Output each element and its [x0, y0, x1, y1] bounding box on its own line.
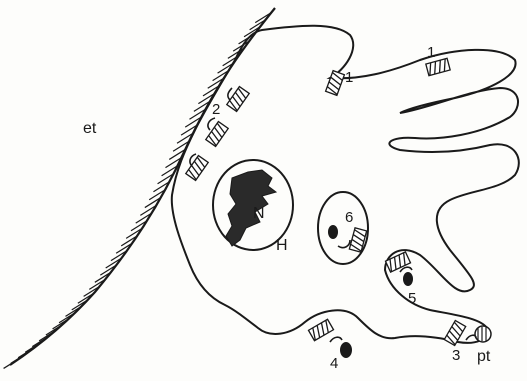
hatch-line: [32, 337, 48, 347]
particle-5: [403, 272, 413, 286]
label-1a: 1: [427, 44, 435, 61]
label-4: 4: [330, 355, 338, 372]
receptor-5: [385, 252, 410, 272]
chromatin: [226, 170, 276, 246]
vacuole-6: [318, 192, 368, 264]
arrow-5: [400, 267, 412, 272]
hatch-line: [4, 358, 20, 368]
hatch-line: [25, 342, 41, 352]
receptor-1-left: [326, 71, 345, 96]
label-1b: 1: [345, 69, 353, 86]
hatch-line: [39, 331, 55, 341]
arrow-4: [330, 337, 342, 342]
label-et: et: [83, 120, 97, 137]
label-H: H: [276, 237, 288, 254]
particle-6: [328, 225, 338, 239]
hatch-line: [18, 348, 34, 358]
particle-pt: [475, 326, 491, 342]
label-N: N: [253, 205, 265, 222]
label-pt: pt: [477, 348, 491, 365]
label-2: 2: [212, 101, 220, 118]
receptor-2c: [186, 156, 208, 181]
arrow-3: [466, 335, 476, 340]
label-5: 5: [408, 290, 416, 307]
label-6: 6: [345, 209, 353, 226]
particle-4: [340, 342, 352, 358]
receptor-4: [308, 319, 333, 340]
arrow-6: [338, 240, 350, 248]
hatch-line: [46, 325, 62, 335]
label-3: 3: [452, 347, 460, 364]
receptor-2b: [206, 122, 228, 147]
